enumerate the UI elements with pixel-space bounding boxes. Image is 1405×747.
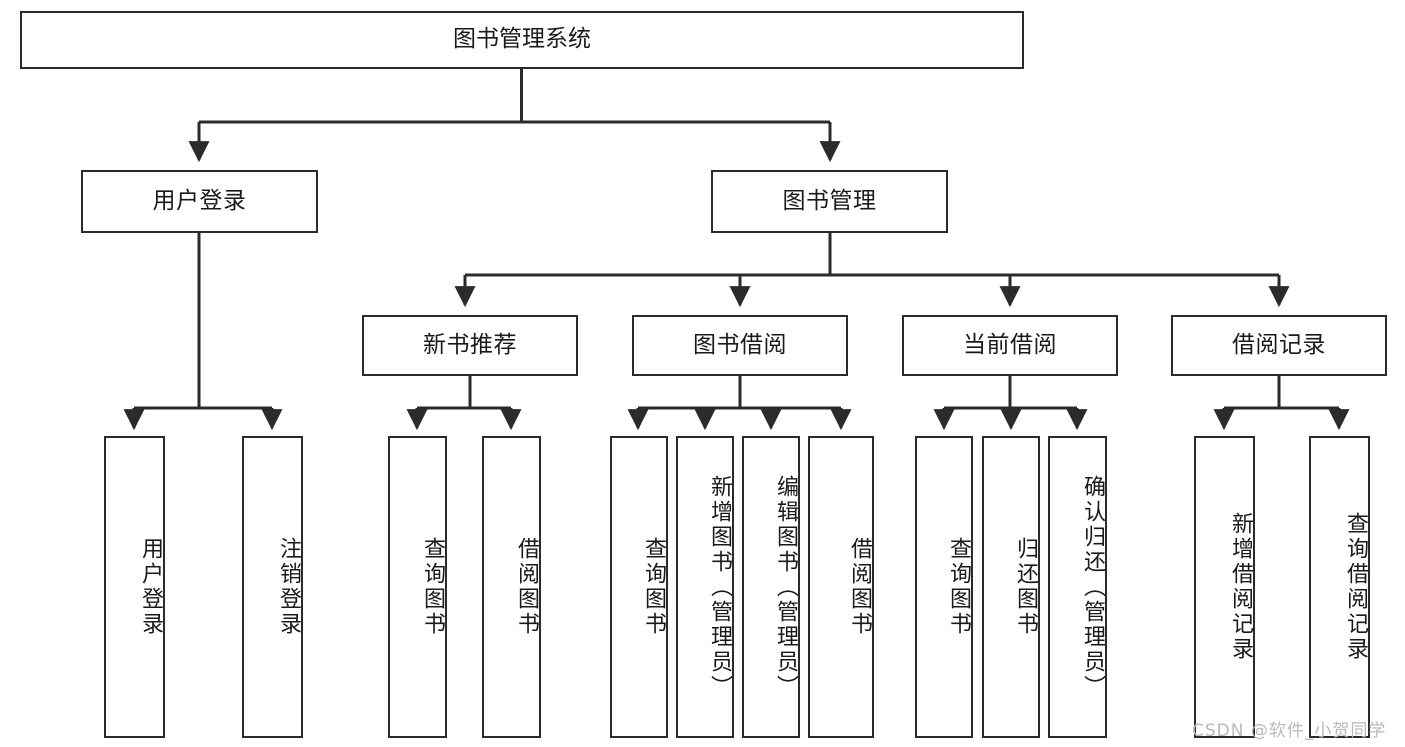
node-borrow-record[interactable]: 借阅记录 xyxy=(1171,315,1387,376)
node-label: 新书推荐 xyxy=(423,331,517,358)
node-label: 编辑图书（管理员） xyxy=(773,474,798,700)
node-label: 新增借阅记录 xyxy=(1228,512,1253,662)
node-new-book-recommendation[interactable]: 新书推荐 xyxy=(362,315,578,376)
leaf-user-login-logout[interactable]: 注销登录 xyxy=(242,436,303,738)
leaf-current-borrow-return[interactable]: 归还图书 xyxy=(982,436,1040,738)
leaf-current-borrow-query[interactable]: 查询图书 xyxy=(915,436,973,738)
node-label: 当前借阅 xyxy=(963,331,1057,358)
node-current-borrow[interactable]: 当前借阅 xyxy=(902,315,1118,376)
node-label: 注销登录 xyxy=(276,537,301,637)
node-label: 查询借阅记录 xyxy=(1343,512,1368,662)
leaf-new-book-query[interactable]: 查询图书 xyxy=(388,436,447,738)
node-label: 查询图书 xyxy=(641,537,666,637)
leaf-new-book-borrow[interactable]: 借阅图书 xyxy=(482,436,541,738)
leaf-current-borrow-confirm-admin[interactable]: 确认归还（管理员） xyxy=(1048,436,1107,738)
node-label: 查询图书 xyxy=(420,537,445,637)
csdn-watermark: CSDN @软件_小贺同学 xyxy=(1192,721,1387,741)
node-label: 新增图书（管理员） xyxy=(707,474,732,700)
node-label: 借阅记录 xyxy=(1232,331,1326,358)
node-label: 查询图书 xyxy=(946,537,971,637)
leaf-book-borrow-borrow[interactable]: 借阅图书 xyxy=(808,436,874,738)
node-label: 借阅图书 xyxy=(514,537,539,637)
node-root-book-management-system[interactable]: 图书管理系统 xyxy=(20,11,1024,69)
node-user-login[interactable]: 用户登录 xyxy=(81,170,318,233)
leaf-book-borrow-query[interactable]: 查询图书 xyxy=(610,436,668,738)
node-label: 用户登录 xyxy=(138,537,163,637)
node-label: 图书借阅 xyxy=(693,331,787,358)
leaf-book-borrow-add-admin[interactable]: 新增图书（管理员） xyxy=(676,436,734,738)
leaf-borrow-record-add[interactable]: 新增借阅记录 xyxy=(1194,436,1255,738)
node-label: 用户登录 xyxy=(152,187,247,214)
node-label: 图书管理 xyxy=(782,187,877,214)
leaf-user-login-login[interactable]: 用户登录 xyxy=(104,436,165,738)
node-book-management[interactable]: 图书管理 xyxy=(711,170,948,233)
node-label: 图书管理系统 xyxy=(453,26,591,53)
node-label: 确认归还（管理员） xyxy=(1080,474,1105,700)
node-label: 归还图书 xyxy=(1013,537,1038,637)
node-book-borrow[interactable]: 图书借阅 xyxy=(632,315,848,376)
node-label: 借阅图书 xyxy=(847,537,872,637)
leaf-book-borrow-edit-admin[interactable]: 编辑图书（管理员） xyxy=(742,436,800,738)
leaf-borrow-record-query[interactable]: 查询借阅记录 xyxy=(1309,436,1370,738)
